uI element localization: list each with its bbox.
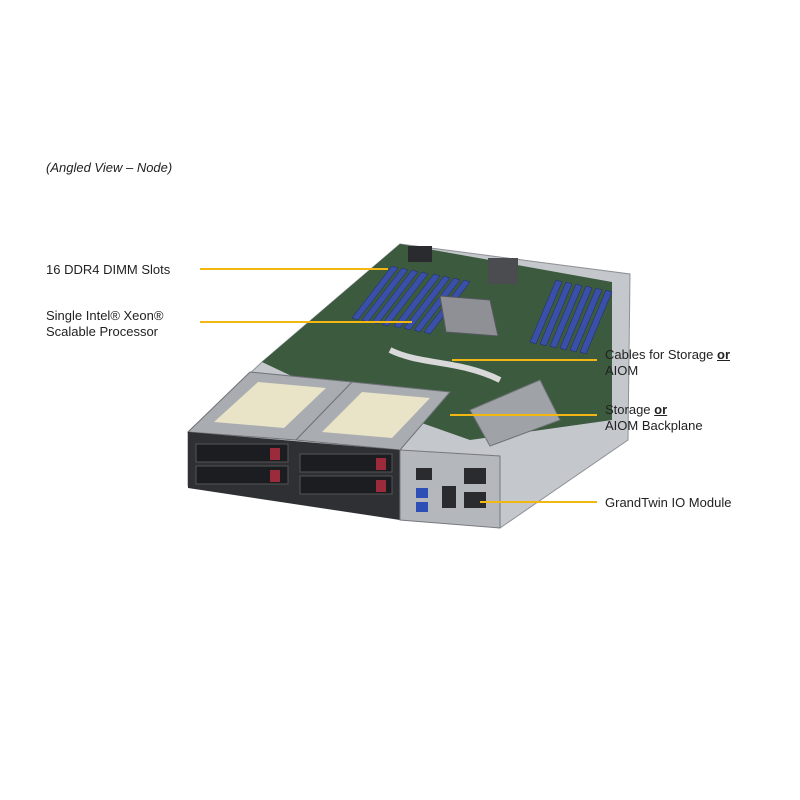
callout-processor-line2: Scalable Processor (46, 324, 158, 339)
callout-cables-or: or (717, 347, 731, 362)
callout-processor: Single Intel® Xeon® Scalable Processor (46, 308, 163, 340)
callout-cables-line1: Cables for Storage (605, 347, 718, 362)
callout-cables: Cables for Storage or AIOM (605, 347, 730, 379)
cpu-heatsink-top (488, 258, 518, 284)
heatsink (469, 379, 561, 447)
dimm-bank-left (351, 265, 471, 335)
callout-storage-line2: AIOM Backplane (605, 418, 703, 433)
dimm-bank-right (529, 279, 613, 355)
callout-io-module: GrandTwin IO Module (605, 495, 732, 510)
drive-tabs (270, 448, 386, 492)
leader-lines (200, 268, 597, 503)
callout-cables-line2: AIOM (605, 363, 639, 378)
connector-top (408, 246, 432, 262)
drive-bays (195, 443, 393, 495)
callout-dimm-slots: 16 DDR4 DIMM Slots (46, 262, 171, 277)
io-ports (416, 468, 486, 512)
cpu-socket (439, 295, 499, 337)
storage-cables (388, 347, 502, 383)
callout-storage-line1: Storage (605, 402, 655, 417)
view-caption: (Angled View – Node) (46, 160, 173, 175)
callout-storage-or: or (654, 402, 668, 417)
callout-processor-line1: Single Intel® Xeon® (46, 308, 164, 323)
callout-storage: Storage or AIOM Backplane (605, 402, 703, 434)
